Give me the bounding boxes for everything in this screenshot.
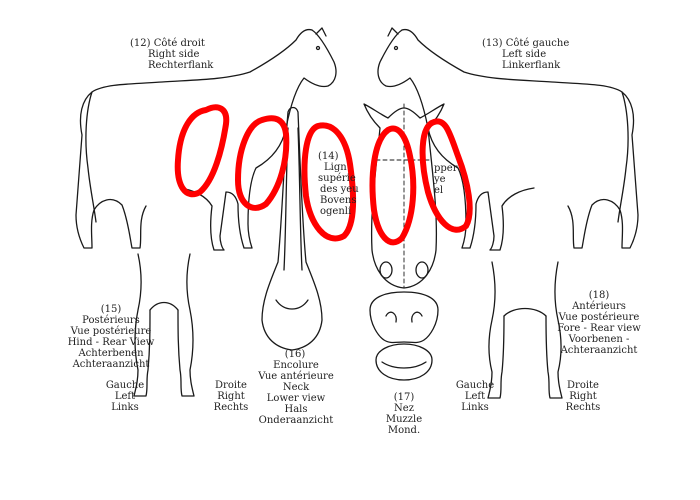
label-neck: Encolure Vue antérieure Neck Lower view … [258,360,334,426]
neck-lower-view-outline [261,106,323,351]
label-front-droite: Droite Right Rechts [565,380,601,413]
horse-left-side-outline [377,27,639,251]
horse-right-side-outline [75,27,337,251]
label-upper-eyes-right: pper ye el [434,163,458,196]
red-mark-1 [174,104,230,198]
label-left-side: (13) Côté gauche Left side Linkerflank [482,38,570,71]
muzzle-outline [369,291,439,381]
red-mark-4 [369,125,417,246]
front-legs-view-outline [487,261,563,399]
red-mark-3 [301,122,357,242]
red-mark-5 [419,118,473,233]
label-upper-eyes: (14) Lign supérie des yeu Bovens ogenli [318,151,359,217]
label-neck-number: (16) [284,349,306,360]
label-front-gauche: Gauche Left Links [455,380,495,413]
red-mark-2 [235,115,290,211]
hind-legs-rear-view-outline [133,253,195,397]
label-rear-droite: Droite Right Rechts [213,380,249,413]
label-rear-gauche: Gauche Left Links [105,380,145,413]
label-posterior: (15) Postérieurs Vue postérieure Hind - … [67,304,155,370]
label-muzzle: (17) Nez Muzzle Mond. [385,392,423,436]
label-anterior: (18) Antérieurs Vue postérieure Fore - R… [557,290,641,356]
label-right-side: (12) Côté droit Right side Rechterflank [130,38,214,71]
